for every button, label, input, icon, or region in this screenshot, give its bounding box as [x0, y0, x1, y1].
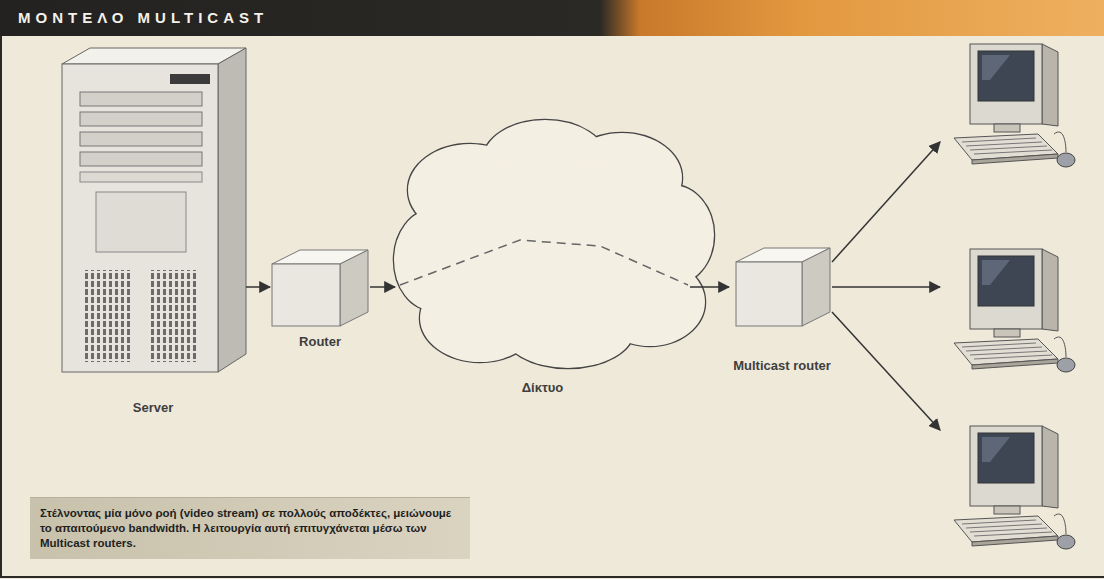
receiver-computer: [954, 426, 1075, 549]
path-shape: [802, 248, 830, 326]
frame-line: [0, 36, 2, 578]
flow-arrow: [690, 286, 729, 288]
path-shape: [218, 48, 246, 372]
network-cloud-shape: [394, 120, 714, 368]
server-node: Server: [60, 50, 246, 416]
rect-shape: [80, 112, 202, 126]
node-label: Δίκτυο: [522, 380, 564, 396]
use-shape: [954, 249, 1075, 372]
rect-shape: [80, 92, 202, 106]
receiver-computer: [954, 44, 1075, 167]
line-shape: [832, 286, 940, 288]
use-shape: [954, 44, 1075, 167]
use-shape: [394, 120, 714, 368]
router-cube: [272, 250, 368, 326]
rect-shape: [96, 192, 186, 252]
receiver-computer: [954, 249, 1075, 372]
use-shape: [954, 426, 1075, 549]
diagram-title: ΜΟΝΤΕΛΟ MULTICAST: [0, 0, 1104, 36]
rect-shape: [80, 152, 202, 166]
frame-line: [0, 576, 1104, 578]
use-shape: [394, 120, 714, 368]
line-shape: [832, 142, 940, 262]
path-shape: [62, 48, 246, 64]
router-node: Router: [270, 250, 370, 350]
fanout-arrows: [832, 142, 940, 430]
node-label: Router: [299, 334, 341, 350]
rect-shape: [736, 262, 802, 326]
node-label: Multicast router: [733, 358, 831, 374]
node-label: Server: [133, 400, 173, 416]
rect-shape: [148, 270, 196, 362]
rect-shape: [80, 132, 202, 146]
path-shape: [400, 240, 688, 285]
rect-shape: [84, 270, 132, 362]
flow-arrow: [370, 286, 395, 288]
rect-shape: [80, 172, 202, 182]
path-shape: [340, 250, 368, 326]
multicast-router-cube: [736, 248, 830, 326]
network-cloud-node: Δίκτυο: [395, 120, 690, 396]
rect-shape: [170, 74, 210, 84]
rect-shape: [62, 64, 218, 372]
line-shape: [832, 312, 940, 430]
server-tower: [62, 48, 246, 372]
flow-arrow: [246, 286, 270, 288]
title-bar: ΜΟΝΤΕΛΟ MULTICAST: [0, 0, 1104, 36]
multicast-router-node: Multicast router: [729, 247, 835, 374]
caption-box: Στέλνοντας μία μόνο ροή (video stream) σ…: [30, 497, 470, 559]
rect-shape: [272, 264, 340, 326]
